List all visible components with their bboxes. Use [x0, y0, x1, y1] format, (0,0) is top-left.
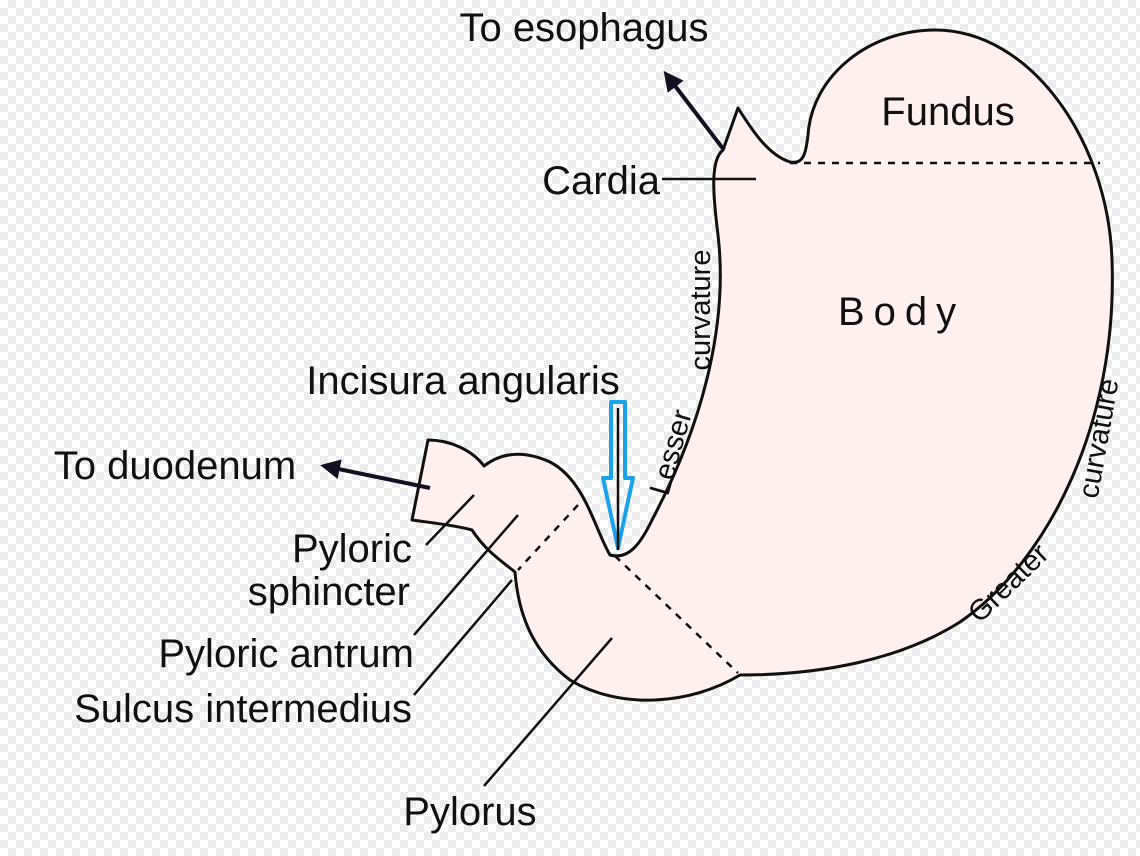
label-body: Body [838, 290, 965, 334]
label-lesser-curvature-line1: curvature [685, 250, 717, 371]
label-cardia: Cardia [542, 159, 661, 203]
label-fundus: Fundus [881, 90, 1014, 134]
label-incisura-angularis: Incisura angularis [306, 359, 620, 403]
duodenum-arrow [320, 459, 431, 490]
antrum-body-boundary [614, 555, 739, 674]
sulcus-boundary [517, 504, 579, 571]
pyloric-antrum-leader [413, 514, 519, 636]
stomach-outline [410, 28, 1114, 702]
sulcus-leader [413, 579, 513, 696]
label-to-esophagus: To esophagus [459, 6, 708, 50]
label-pylorus: Pylorus [403, 790, 536, 834]
label-pyloric-antrum: Pyloric antrum [158, 632, 414, 676]
label-pyloric-sphincter-line2: sphincter [248, 570, 410, 614]
pylorus-leader [483, 637, 613, 787]
pyloric-sphincter-leader [425, 494, 475, 546]
label-sulcus-intermedius: Sulcus intermedius [74, 687, 412, 731]
label-pyloric-sphincter-line1: Pyloric [292, 527, 412, 571]
label-to-duodenum: To duodenum [54, 444, 296, 488]
incisura-highlight-arrow [601, 400, 635, 550]
esophagus-arrow [663, 70, 726, 152]
